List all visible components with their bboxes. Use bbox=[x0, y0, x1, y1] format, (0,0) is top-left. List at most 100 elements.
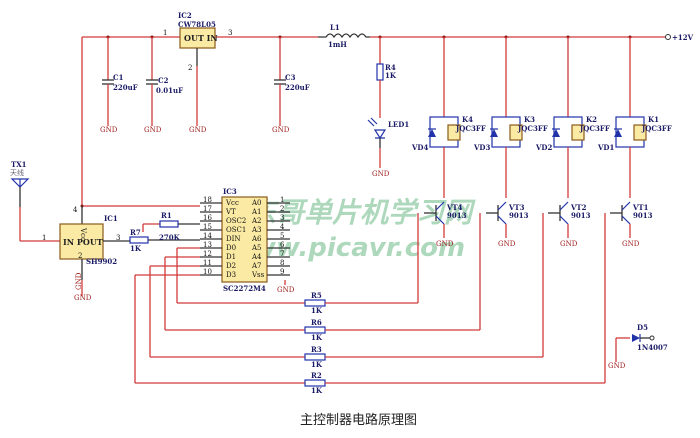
svg-text:GND: GND bbox=[74, 294, 92, 302]
resistor-r2: R2 1K bbox=[134, 213, 606, 395]
svg-text:K4: K4 bbox=[462, 115, 473, 124]
svg-text:IN POUT: IN POUT bbox=[63, 237, 103, 247]
svg-text:1: 1 bbox=[163, 29, 167, 37]
svg-text:13: 13 bbox=[203, 241, 212, 249]
svg-text:LED1: LED1 bbox=[388, 120, 409, 129]
svg-text:IC3: IC3 bbox=[223, 187, 237, 196]
capacitor-c2: C2 0.01uF GND bbox=[144, 37, 183, 134]
diode-d5: D5 1N4007 GND bbox=[608, 323, 668, 370]
svg-text:3: 3 bbox=[116, 234, 120, 242]
svg-text:天线: 天线 bbox=[10, 168, 24, 177]
svg-text:1N4007: 1N4007 bbox=[637, 343, 668, 352]
svg-text:A0: A0 bbox=[251, 199, 262, 207]
power-terminal-icon bbox=[665, 34, 671, 40]
svg-text:C2: C2 bbox=[158, 76, 169, 85]
svg-text:6: 6 bbox=[280, 241, 285, 249]
svg-text:OUT IN: OUT IN bbox=[184, 33, 218, 43]
svg-text:220uF: 220uF bbox=[113, 83, 138, 92]
svg-text:GND: GND bbox=[272, 126, 290, 134]
svg-text:GND: GND bbox=[144, 126, 162, 134]
svg-text:VT3: VT3 bbox=[508, 203, 525, 212]
power-label: +12V bbox=[672, 33, 694, 42]
svg-text:1K: 1K bbox=[385, 71, 397, 80]
svg-text:1K: 1K bbox=[311, 306, 323, 315]
svg-text:1: 1 bbox=[42, 234, 46, 242]
svg-text:270K: 270K bbox=[159, 233, 181, 242]
svg-text:1K: 1K bbox=[311, 360, 323, 369]
svg-text:D2: D2 bbox=[226, 262, 236, 270]
svg-text:VD4: VD4 bbox=[411, 143, 429, 152]
svg-text:A6: A6 bbox=[251, 235, 262, 243]
resistor-r3: R3 1K bbox=[149, 213, 544, 369]
svg-text:9: 9 bbox=[280, 268, 284, 276]
power-rail: +12V bbox=[81, 33, 694, 206]
svg-text:1K: 1K bbox=[311, 386, 323, 395]
receiver-ic1: 4 IN POUT Vcc 1 3 2 IC1 SH9902 GND GND bbox=[42, 204, 200, 302]
svg-text:C3: C3 bbox=[285, 73, 296, 82]
svg-text:16: 16 bbox=[203, 214, 212, 222]
svg-text:2: 2 bbox=[280, 205, 284, 213]
svg-text:R1: R1 bbox=[161, 211, 172, 220]
svg-text:CW78L05: CW78L05 bbox=[178, 20, 216, 29]
base-resistor-group: R5 1K R6 1K R3 1K R2 1K bbox=[134, 213, 606, 395]
svg-text:R5: R5 bbox=[311, 291, 322, 300]
svg-text:2: 2 bbox=[78, 252, 82, 260]
svg-text:OSC2: OSC2 bbox=[226, 217, 246, 225]
resistor-r7: R7 1K bbox=[129, 228, 200, 253]
svg-text:K3: K3 bbox=[524, 115, 535, 124]
svg-text:Vss: Vss bbox=[251, 271, 265, 279]
svg-text:2: 2 bbox=[188, 64, 192, 72]
svg-text:K1: K1 bbox=[648, 115, 659, 124]
svg-text:VT1: VT1 bbox=[632, 203, 649, 212]
svg-text:12: 12 bbox=[203, 250, 212, 258]
svg-text:A1: A1 bbox=[251, 208, 262, 216]
svg-text:GND: GND bbox=[75, 272, 83, 290]
svg-text:5: 5 bbox=[280, 232, 284, 240]
svg-text:D0: D0 bbox=[226, 244, 236, 252]
svg-text:DIN: DIN bbox=[226, 235, 241, 243]
svg-text:17: 17 bbox=[203, 205, 212, 213]
resistor-r5: R5 1K bbox=[176, 213, 419, 315]
inductor-l1: L1 1mH bbox=[318, 23, 370, 49]
svg-text:K2: K2 bbox=[586, 115, 597, 124]
svg-text:VT2: VT2 bbox=[570, 203, 587, 212]
svg-text:JQC3FF: JQC3FF bbox=[641, 124, 672, 133]
svg-text:1K: 1K bbox=[311, 333, 323, 342]
antenna-tx1: TX1 天线 bbox=[10, 160, 60, 242]
svg-text:JQC3FF: JQC3FF bbox=[455, 124, 486, 133]
svg-text:GND: GND bbox=[189, 126, 207, 134]
svg-text:R6: R6 bbox=[311, 318, 322, 327]
svg-text:R3: R3 bbox=[311, 345, 322, 354]
svg-text:4: 4 bbox=[73, 206, 78, 214]
svg-text:10: 10 bbox=[203, 268, 212, 276]
diagram-title: 主控制器电路原理图 bbox=[300, 412, 417, 428]
svg-text:R2: R2 bbox=[311, 371, 322, 380]
svg-text:9013: 9013 bbox=[509, 211, 529, 220]
svg-text:14: 14 bbox=[203, 232, 212, 240]
svg-text:GND: GND bbox=[436, 240, 454, 248]
svg-text:3: 3 bbox=[228, 29, 232, 37]
svg-text:18: 18 bbox=[203, 196, 212, 204]
svg-text:1K: 1K bbox=[130, 244, 142, 253]
relay-group: K4JQC3FFVD4VT49013GNDK3JQC3FFVD3VT39013G… bbox=[411, 37, 672, 248]
resistor-r1: R1 270K bbox=[142, 211, 200, 242]
svg-text:A3: A3 bbox=[251, 226, 262, 234]
svg-text:VT4: VT4 bbox=[446, 203, 463, 212]
svg-text:R4: R4 bbox=[385, 63, 396, 72]
svg-text:Vcc: Vcc bbox=[225, 199, 239, 207]
svg-text:IC2: IC2 bbox=[178, 11, 192, 20]
svg-text:9013: 9013 bbox=[447, 211, 467, 220]
svg-text:9013: 9013 bbox=[633, 211, 653, 220]
svg-text:GND: GND bbox=[100, 126, 118, 134]
svg-text:VD3: VD3 bbox=[473, 143, 491, 152]
svg-text:JQC3FF: JQC3FF bbox=[579, 124, 610, 133]
svg-text:GND: GND bbox=[560, 240, 578, 248]
svg-text:7: 7 bbox=[280, 250, 284, 258]
capacitor-c1: C1 220uF GND bbox=[100, 37, 138, 134]
svg-text:D3: D3 bbox=[226, 271, 236, 279]
